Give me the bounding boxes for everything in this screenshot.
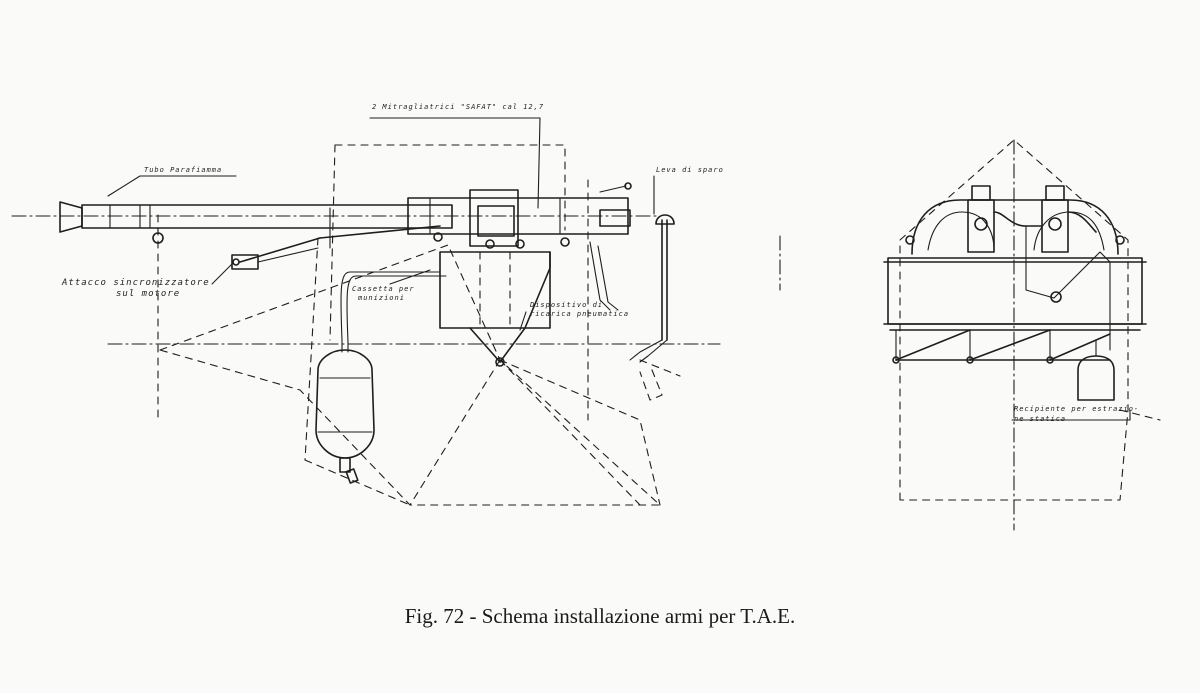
pneumatic-device-label-line1: Dispositivo di: [530, 301, 604, 309]
front-view: [883, 139, 1161, 531]
extraction-tank-label-line1: Recipiente per estrazio-: [1014, 405, 1140, 413]
extraction-tank-label-line2: ne statica: [1014, 415, 1067, 423]
synchronizer-label-line2: sul motore: [116, 289, 181, 299]
synchronizer-label-line1: Attacco sincronizzatore: [62, 278, 210, 288]
ammo-box-label-line2: munizioni: [358, 294, 405, 302]
ammo-box-label-line1: Cassetta per: [352, 285, 415, 293]
figure-caption: Fig. 72 - Schema installazione armi per …: [404, 604, 796, 628]
firing-lever-label: Leva di sparo: [656, 166, 724, 174]
side-view: [11, 117, 781, 506]
flash-tube-label: Tubo Parafiamma: [144, 166, 223, 174]
machine-guns-label: 2 Mitragliatrici "SAFAT" cal 12,7: [372, 103, 545, 111]
pneumatic-device-label-line2: ricarica pneumatica: [530, 310, 630, 318]
